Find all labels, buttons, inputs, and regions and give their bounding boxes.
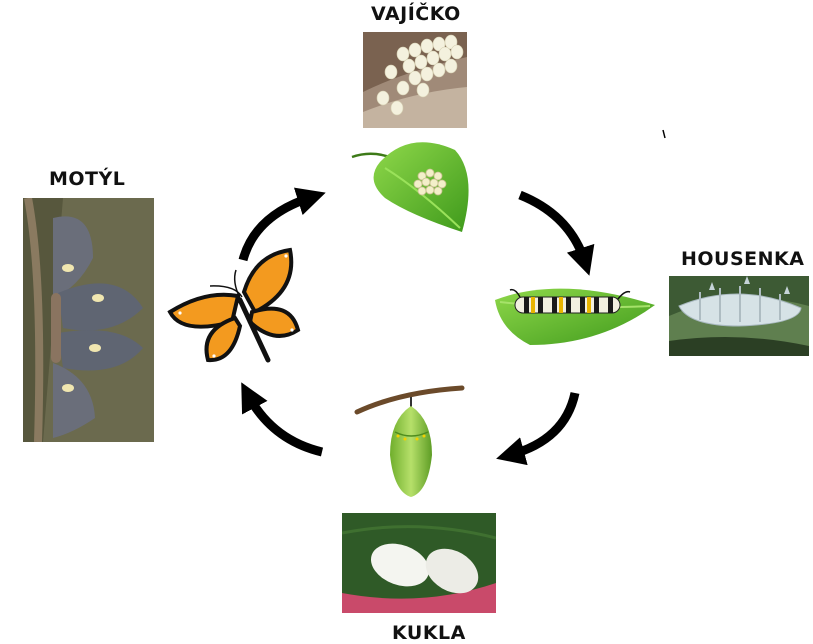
caterpillar-leaf-illustration bbox=[495, 288, 655, 345]
arrow-larva-to-pupa bbox=[496, 391, 580, 466]
arrow-adult-to-egg bbox=[238, 187, 326, 262]
egg-stage-label: VAJÍČKO bbox=[371, 3, 461, 25]
arrow-pupa-to-adult bbox=[241, 382, 324, 457]
cocoon-photo bbox=[342, 513, 496, 613]
monarch-butterfly-illustration bbox=[167, 247, 301, 363]
caterpillar-photo bbox=[669, 276, 809, 356]
moth-photo bbox=[23, 198, 154, 442]
arrow-egg-to-larva bbox=[518, 190, 595, 276]
larva-stage-label: HOUSENKA bbox=[681, 248, 805, 270]
egg-photo bbox=[363, 32, 467, 128]
egg-leaf-illustration bbox=[351, 142, 469, 232]
adult-stage-label: MOTÝL bbox=[49, 168, 126, 190]
pupa-stage-label: KUKLA bbox=[392, 622, 466, 644]
chrysalis-illustration bbox=[354, 385, 465, 497]
